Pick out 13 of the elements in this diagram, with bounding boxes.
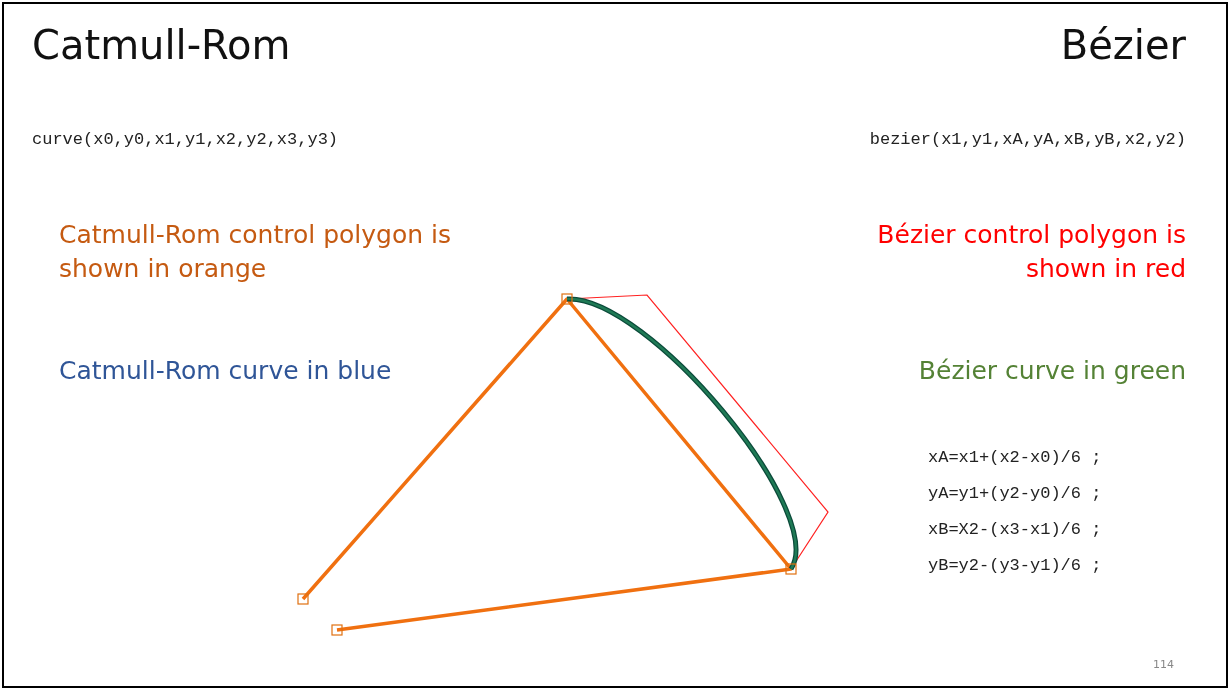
description-text: Bézier curve in green (918, 356, 1186, 385)
description-text: Catmull-Rom curve in blue (59, 356, 392, 385)
heading: Bézier (1060, 22, 1186, 68)
formula: yA=y1+(y2-y0)/6 ; (928, 484, 1102, 503)
function-signature: curve(x0,y0,x1,y1,x2,y2,x3,y3) (32, 130, 339, 149)
heading: Catmull-Rom (32, 22, 291, 68)
formula: yB=y2-(y3-y1)/6 ; (928, 556, 1102, 575)
page-number: 114 (1153, 658, 1174, 671)
description-text: Catmull-Rom control polygon is shown in orange (59, 219, 452, 285)
function-signature: bezier(x1,y1,xA,yA,xB,yB,x2,y2) (869, 130, 1186, 149)
description-text: Bézier control polygon is shown in red (876, 219, 1186, 285)
formula: xA=x1+(x2-x0)/6 ; (928, 448, 1102, 467)
formula: xB=X2-(x3-x1)/6 ; (928, 520, 1102, 539)
